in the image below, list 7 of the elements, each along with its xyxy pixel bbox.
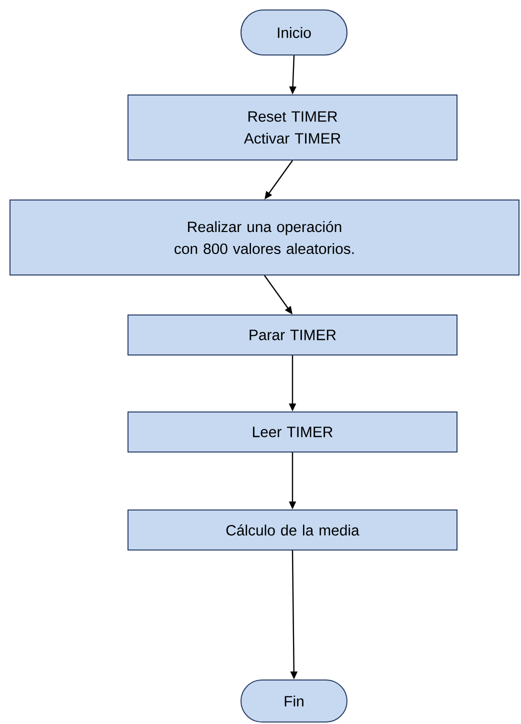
process-box: Parar TIMER: [128, 314, 458, 356]
process-box: Realizar una operación con 800 valores aleatorios.: [10, 200, 520, 276]
process-box: Reset TIMER Activar TIMER: [128, 94, 458, 160]
process-box: Cálculo de la media: [128, 510, 458, 550]
terminal-pill: Inicio: [240, 10, 348, 56]
terminal-pill: Fin: [240, 680, 348, 722]
process-box: Leer TIMER: [128, 412, 458, 452]
